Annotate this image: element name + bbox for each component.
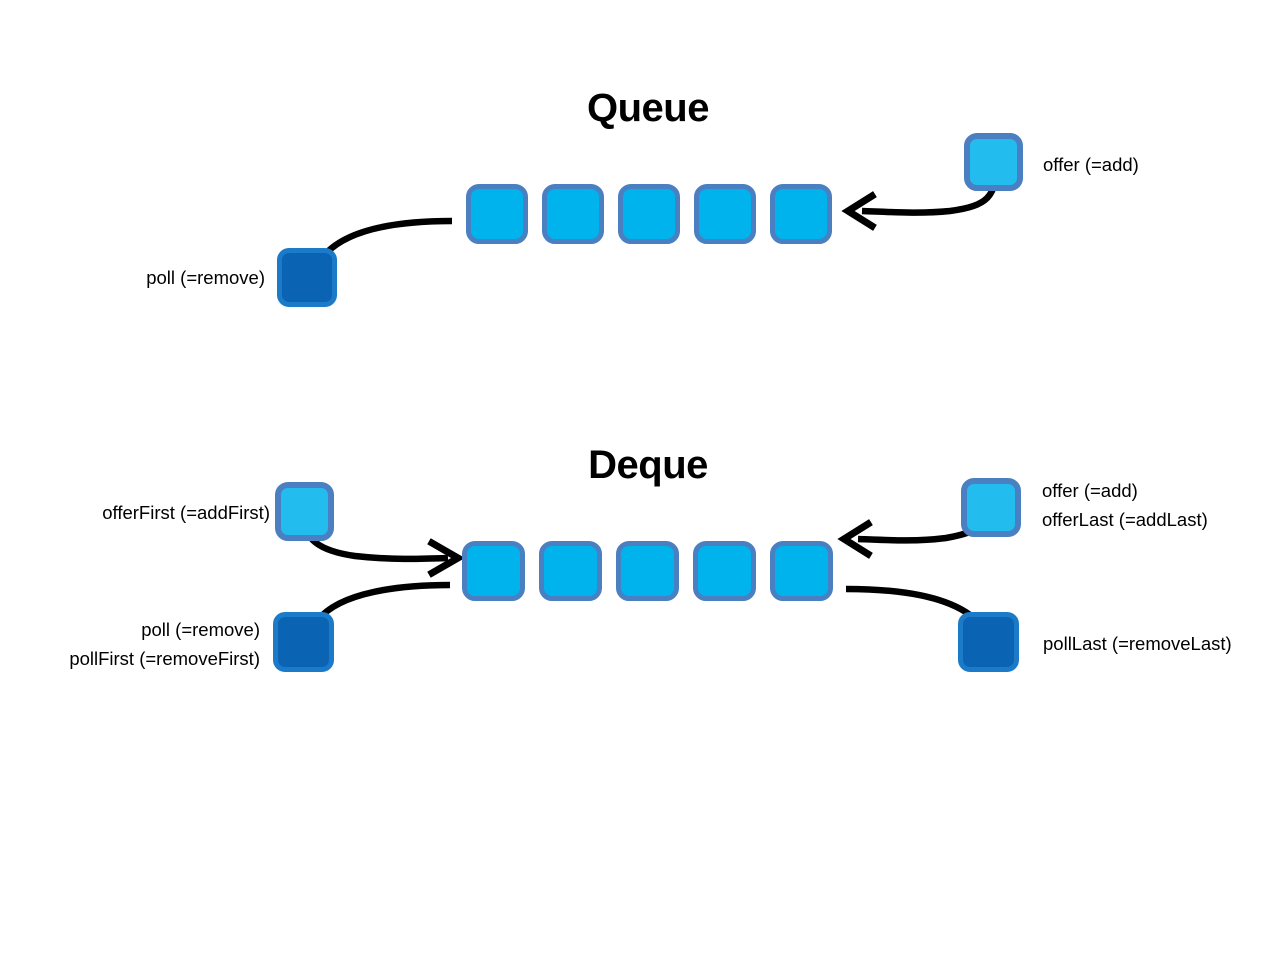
- queue-cell-1: [466, 184, 528, 244]
- queue-poll-label: poll (=remove): [146, 267, 265, 288]
- queue-offer-label: offer (=add): [1043, 154, 1139, 175]
- deque-cell-5: [770, 541, 833, 601]
- deque-poll-first-node: [273, 612, 334, 672]
- deque-poll-last-label: pollLast (=removeLast): [1043, 633, 1232, 654]
- deque-offer-label-line2: offerLast (=addLast): [1042, 509, 1208, 530]
- queue-offer-node: [964, 133, 1023, 191]
- deque-poll-label-line1: poll (=remove): [141, 619, 260, 640]
- deque-offer-last-node: [961, 478, 1021, 537]
- deque-offer-first-node: [275, 482, 334, 541]
- queue-cell-4: [694, 184, 756, 244]
- deque-poll-label-line2: pollFirst (=removeFirst): [69, 648, 260, 669]
- queue-cell-5: [770, 184, 832, 244]
- deque-offer-first-label: offerFirst (=addFirst): [102, 502, 270, 523]
- deque-cell-4: [693, 541, 756, 601]
- deque-cell-1: [462, 541, 525, 601]
- deque-offer-label-line1: offer (=add): [1042, 480, 1138, 501]
- deque-poll-last-node: [958, 612, 1019, 672]
- queue-cell-2: [542, 184, 604, 244]
- queue-poll-node: [277, 248, 337, 307]
- queue-cell-3: [618, 184, 680, 244]
- deque-section-title: Deque: [588, 443, 708, 487]
- deque-cell-2: [539, 541, 602, 601]
- deque-cell-3: [616, 541, 679, 601]
- queue-section-title: Queue: [587, 86, 709, 130]
